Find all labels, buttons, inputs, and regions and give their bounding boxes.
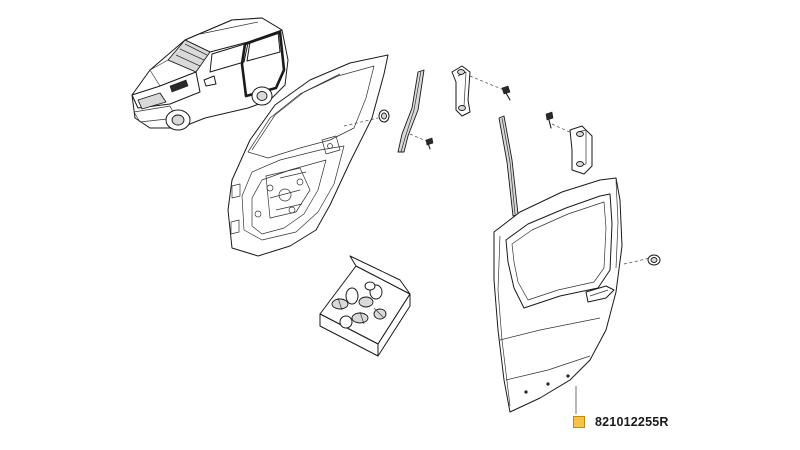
car-overview-illustration [131, 17, 289, 131]
callout-marker [573, 416, 585, 428]
door-clip [378, 109, 390, 123]
part-number-label: 821012255R [595, 415, 669, 429]
door-handle-bracket [545, 111, 593, 175]
fastener-kit-box [319, 255, 411, 357]
outer-door-clip [623, 254, 661, 266]
inner-door-panel [227, 54, 389, 257]
outer-door-panel [493, 177, 623, 413]
part-callout: 821012255R [573, 414, 669, 430]
door-bracket [451, 65, 511, 117]
rear-seal-strip [498, 115, 519, 217]
window-run-channel [397, 69, 434, 153]
